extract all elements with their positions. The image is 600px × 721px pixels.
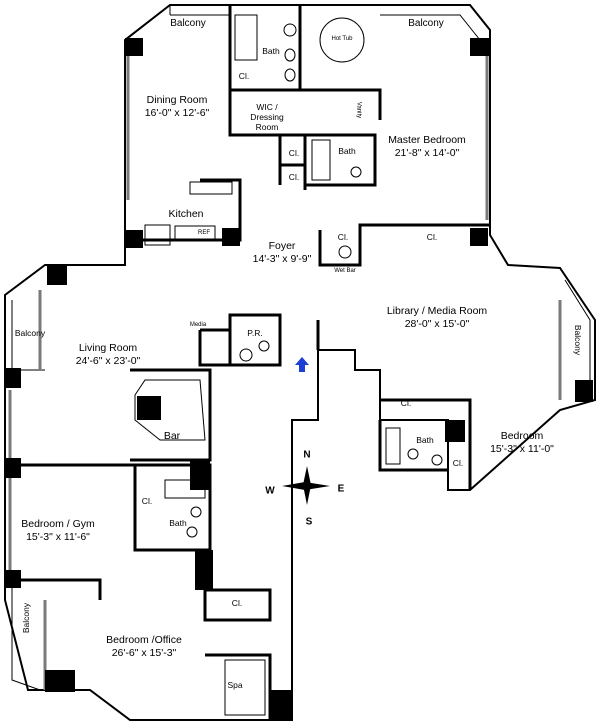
closet-br-label: Cl. [400,398,412,408]
gym-name: Bedroom / Gym [21,518,95,530]
dining-room-name: Dining Room [146,94,208,106]
foyer-dimensions: 14'-3" x 9'-9" [252,253,312,265]
compass-north: N [303,449,311,461]
library-name: Library / Media Room [386,305,488,317]
closet-office-label: Cl. [231,598,243,608]
interior-walls [5,5,490,720]
bath-gym-label: Bath [169,518,187,528]
closet-br2-label: Cl. [452,458,464,468]
columns [5,38,593,720]
compass-west: W [265,485,275,497]
ref-label: REF [198,230,210,236]
balcony-top-left-label: Balcony [170,18,206,29]
bar-label: Bar [163,430,181,442]
dining-room-dimensions: 16'-0" x 12'-6" [144,107,210,119]
exterior-walls [4,4,596,721]
window-runs [8,50,562,690]
closet-m4-label: Cl. [426,232,438,242]
wic-label-3: Room [255,122,279,132]
living-room-name: Living Room [78,342,138,354]
vanity-label: Vanity [355,101,362,119]
powder-room-label: P.R. [247,328,263,338]
balcony-top-right-label: Balcony [408,18,444,29]
up-arrow-icon [295,357,309,372]
hot-tub-label: Hot Tub [331,36,353,42]
compass-east: E [337,483,345,495]
bath-br-label: Bath [416,435,434,445]
office-name: Bedroom /Office [106,634,182,646]
wic-label-1: WIC / [256,102,278,112]
closet-gym-label: Cl. [141,496,153,506]
wic-label-2: Dressing [250,112,284,122]
library-dimensions: 28'-0" x 15'-0" [404,318,470,330]
compass-south: S [305,516,313,528]
gym-dimensions: 15'-3" x 11'-6" [26,531,90,543]
media-label: Media [189,322,207,328]
kitchen-label: Kitchen [168,208,204,220]
bath-top-label: Bath [262,46,280,56]
closet-m2-label: Cl. [288,172,300,182]
balcony-bottom-left-label: Balcony [21,602,31,634]
fixtures [134,14,443,716]
closet-m3-label: Cl. [337,232,349,242]
master-bedroom-dimensions: 21'-8" x 14'-0" [394,147,460,159]
balcony-right-label: Balcony [573,324,583,356]
foyer-name: Foyer [268,240,296,252]
wet-bar-label: Wet Bar [334,268,356,274]
balcony-left-label: Balcony [14,328,46,338]
compass-rose-icon [282,466,330,505]
bedroom-name: Bedroom [500,430,544,442]
master-bath-label: Bath [338,146,356,156]
office-dimensions: 26'-6" x 15'-3" [111,647,177,659]
bedroom-dimensions: 15'-3" x 11'-0" [490,443,554,455]
closet-top-label: Cl. [238,71,250,81]
living-room-dimensions: 24'-6" x 23'-0" [75,355,141,367]
closet-m1-label: Cl. [288,148,300,158]
spa-label: Spa [227,680,243,690]
master-bedroom-name: Master Bedroom [388,134,466,146]
